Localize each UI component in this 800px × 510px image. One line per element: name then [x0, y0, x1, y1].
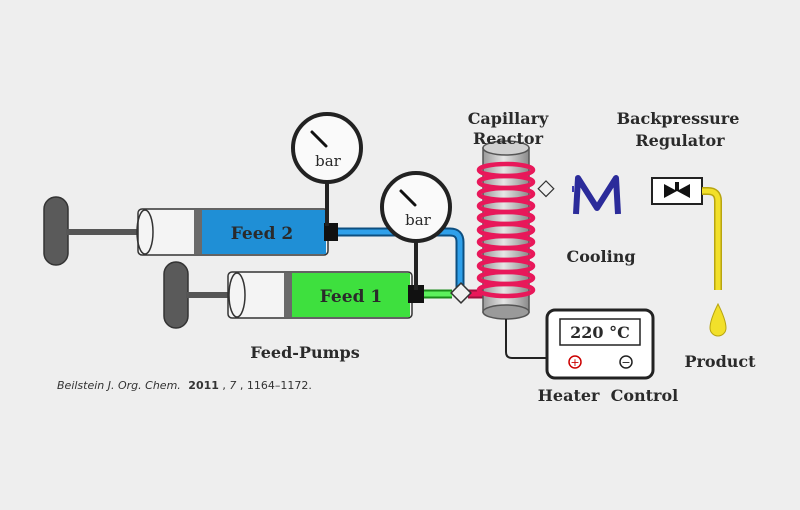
heater-display [559, 318, 641, 346]
feed1-liquid [288, 273, 410, 317]
outlet-junction [537, 180, 555, 198]
mixer-junction [450, 282, 472, 304]
feed2-tubing [338, 227, 465, 290]
feed1-barrel-ring [228, 272, 246, 318]
pressure-gauge-feed1: bar [380, 171, 452, 243]
feed2-plunger-head [194, 210, 202, 254]
gauge2-stem [414, 240, 418, 290]
gauge1-stem [325, 182, 329, 226]
heater-control-box: 220 °C + − [545, 308, 655, 380]
cooling-label: Cooling [566, 247, 635, 266]
reactor-coil [476, 161, 536, 299]
feed-pumps-label: Feed-Pumps [250, 343, 359, 362]
bpr-label-line2: Regulator [635, 131, 725, 150]
heater-control-label: Heater Control [538, 386, 678, 405]
capillary-reactor: Capillary Reactor [468, 109, 549, 320]
citation-year: 2011 [188, 379, 219, 392]
cooling-unit: Cooling [566, 175, 652, 266]
pressure-gauge-feed2: bar [291, 112, 363, 184]
heater-plus-button[interactable] [568, 355, 582, 369]
reactor-label-line1: Capillary [468, 109, 549, 128]
heater-display-temp: 220 °C [570, 323, 630, 342]
backpressure-regulator: Backpressure Regulator [617, 109, 740, 205]
feed1-syringe: Feed 1 [163, 261, 424, 329]
heater-cable [505, 319, 547, 359]
feed2-plunger-rod [66, 229, 198, 235]
feed2-liquid [198, 210, 326, 254]
reactor-label-line2: Reactor [473, 129, 544, 148]
feed1-label: Feed 1 [320, 287, 382, 307]
cooling-m-shape [573, 175, 621, 215]
feed2-plunger-knob [43, 196, 69, 266]
feed1-nozzle [408, 285, 424, 303]
heater-minus-sign: − [621, 356, 630, 369]
reactor-top [482, 140, 530, 156]
product-line: Product [684, 187, 756, 371]
citation-pages: 1164–1172. [247, 379, 312, 392]
bpr-label-line1: Backpressure [617, 109, 740, 128]
feed2-nozzle [324, 223, 338, 241]
citation-sep1: , [222, 379, 229, 392]
product-drop [709, 302, 727, 337]
gauge1-unit: bar [315, 152, 342, 170]
gauge2-unit: bar [405, 211, 432, 229]
reactor-bottom [482, 304, 530, 320]
feed2-label: Feed 2 [231, 224, 293, 244]
citation-journal: Beilstein J. Org. Chem. [57, 379, 181, 392]
bpr-valve-stem [675, 182, 679, 191]
feed2-syringe: Feed 2 [43, 196, 338, 266]
feed1-plunger-knob [163, 261, 189, 329]
product-label: Product [684, 352, 756, 371]
citation-volume: 7 [229, 379, 236, 392]
feed2-barrel-ring [136, 209, 154, 255]
citation-sep2: , [240, 379, 247, 392]
heater-minus-button[interactable] [619, 355, 633, 369]
feed1-plunger-head [284, 273, 292, 317]
heater-plus-sign: + [570, 356, 579, 369]
citation: Beilstein J. Org. Chem. 2011 , 7 , 1164–… [57, 379, 312, 392]
